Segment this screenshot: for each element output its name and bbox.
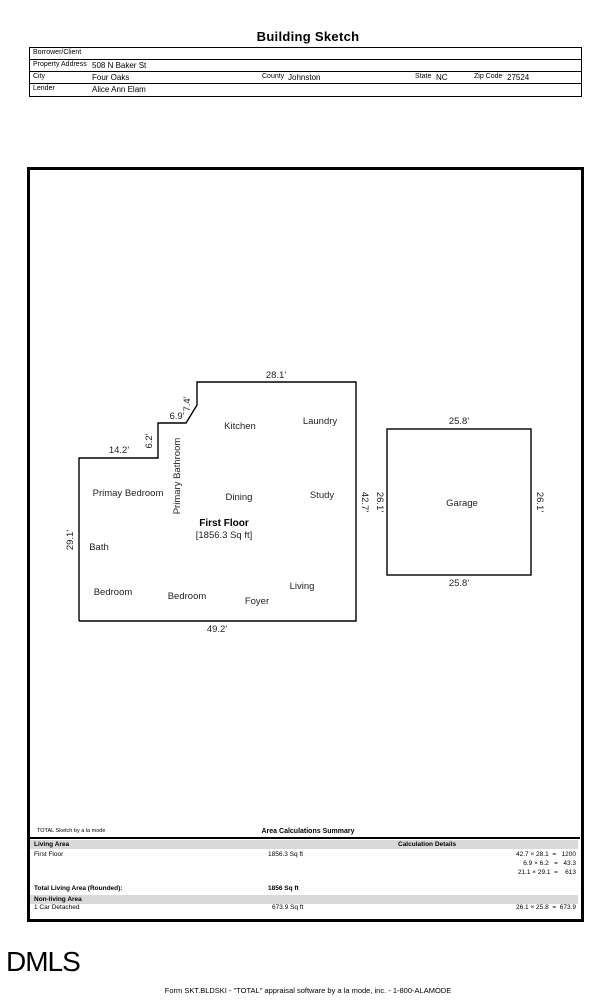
floor-label: First Floor: [199, 518, 249, 529]
room-foyer: Foyer: [245, 596, 269, 607]
lender-row: Lender Alice Ann Elam: [30, 84, 581, 95]
sketch-frame: [27, 167, 584, 922]
garage-calc: 26.1 × 25.8 = 673.9: [516, 904, 576, 911]
dim-garage-top: 25.8': [449, 416, 469, 427]
dim-step1: 6.9': [169, 411, 184, 422]
floor-area: [1856.3 Sq ft]: [196, 530, 253, 541]
room-laundry: Laundry: [303, 416, 338, 427]
dmls-logo: DMLS: [6, 946, 81, 977]
dim-right: 42.7': [359, 492, 370, 512]
total-living-label: Total Living Area (Rounded):: [34, 885, 123, 892]
calc-line-1: 42.7 × 28.1 = 1200: [516, 851, 576, 858]
room-bedroom-2: Bedroom: [168, 591, 207, 602]
dim-garage-left: 26.1': [374, 492, 385, 512]
room-primary-bedroom: Primay Bedroom: [93, 488, 164, 499]
dim-step2: 6.2': [144, 433, 155, 448]
room-study: Study: [310, 490, 335, 501]
state-value: NC: [436, 73, 448, 82]
first-floor-label: First Floor: [34, 851, 64, 858]
dim-bottom: 49.2': [207, 624, 227, 635]
room-bath: Bath: [89, 542, 109, 553]
lender-label: Lender: [33, 85, 55, 92]
city-value: Four Oaks: [92, 73, 130, 82]
state-label: State: [415, 73, 432, 80]
dim-garage-right: 26.1': [534, 492, 545, 512]
nonliving-label: Non-living Area: [34, 896, 82, 903]
living-area-label: Living Area: [34, 841, 70, 848]
borrower-row: Borrower/Client: [30, 48, 581, 60]
city-label: City: [33, 73, 46, 80]
county-label: County: [262, 73, 285, 80]
address-label: Property Address: [33, 61, 87, 68]
address-row: Property Address 508 N Baker St: [30, 60, 581, 72]
dim-left: 29.1': [65, 530, 76, 550]
address-value: 508 N Baker St: [92, 61, 147, 70]
lender-value: Alice Ann Elam: [92, 85, 146, 94]
room-primary-bathroom: Primary Bathroom: [172, 438, 183, 515]
page-title: Building Sketch: [256, 29, 360, 44]
calc-line-3: 21.1 × 29.1 = 613: [517, 869, 576, 876]
first-floor-value: 1856.3 Sq ft: [268, 851, 304, 858]
garage-outline: [386, 428, 532, 576]
garage-area-label: 1 Car Detached: [34, 904, 80, 911]
garage-area-value: 673.9 Sq ft: [272, 904, 304, 911]
house-outline: [78, 381, 357, 622]
calc-line-2: 6.9 × 6.2 = 43.3: [523, 860, 576, 867]
zip-value: 27524: [507, 73, 530, 82]
dim-left-top: 14.2': [109, 445, 129, 456]
room-garage: Garage: [446, 498, 478, 509]
zip-label: Zip Code: [474, 73, 503, 80]
borrower-label: Borrower/Client: [33, 49, 82, 56]
calc-details-label: Calculation Details: [398, 841, 457, 848]
dim-garage-bottom: 25.8': [449, 578, 469, 589]
room-dining: Dining: [226, 492, 253, 503]
dim-top-diag: 7.4': [182, 396, 193, 411]
county-value: Johnston: [288, 73, 321, 82]
summary-title: Area Calculations Summary: [261, 828, 355, 835]
room-living: Living: [290, 581, 315, 592]
room-bedroom-1: Bedroom: [94, 587, 133, 598]
living-area-band: [30, 840, 578, 849]
total-living-value: 1856 Sq ft: [268, 885, 299, 892]
dim-top: 28.1': [266, 370, 286, 381]
city-row: City Four Oaks County Johnston State NC …: [30, 72, 581, 84]
summary-divider: [28, 837, 580, 839]
nonliving-band: [30, 895, 578, 904]
room-kitchen: Kitchen: [224, 421, 256, 432]
form-footer: Form SKT.BLDSKI - "TOTAL" appraisal soft…: [164, 986, 452, 995]
sketch-credit: TOTAL Sketch by a la mode: [37, 828, 106, 834]
floor-plan-sketch: 28.1' 7.4' 6.9' 6.2' 14.2' 29.1' 49.2' 4…: [65, 370, 545, 635]
property-info-box: Borrower/Client Property Address 508 N B…: [29, 47, 582, 97]
